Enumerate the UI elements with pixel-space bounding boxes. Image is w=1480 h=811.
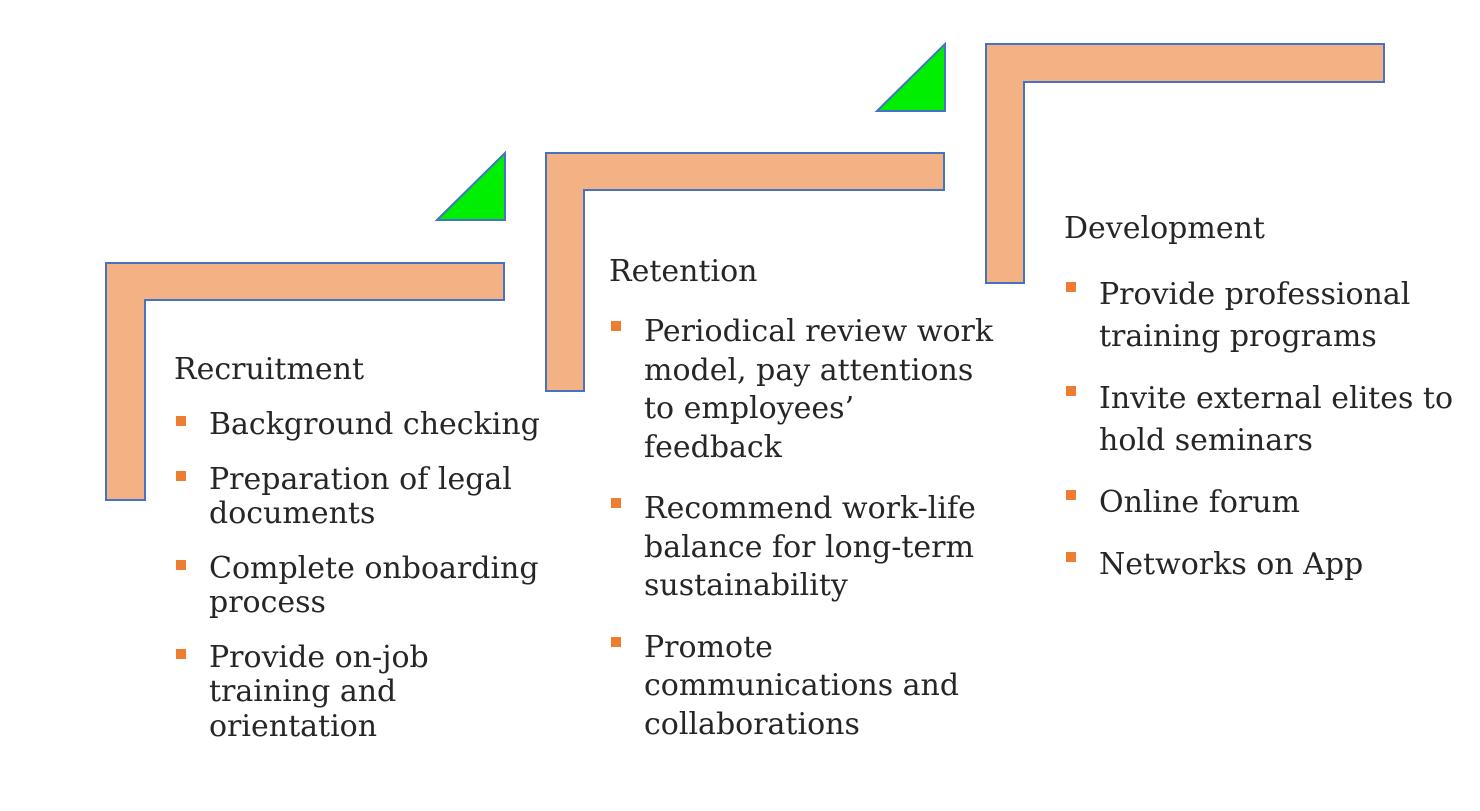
step-heading-development: Development [1064,211,1265,246]
list-item: Periodical review work model, pay attent… [609,313,999,467]
square-bullet-icon [1066,386,1076,396]
list-item: Recommend work-life balance for long-ter… [609,490,999,606]
list-item-text: Periodical review work model, pay attent… [644,314,994,465]
step-shape-recruitment [105,262,505,501]
step-arrow-1-icon [434,150,506,221]
list-item: Provide on-job training and orientation [174,639,554,745]
list-item: Complete onboarding process [174,550,554,621]
step-list-retention: Periodical review work model, pay attent… [609,313,999,744]
list-item-text: Provide on-job training and orientation [209,639,429,744]
list-item-text: Background checking [209,407,540,442]
list-item-text: Recommend work-life balance for long-ter… [644,491,976,603]
square-bullet-icon [176,416,186,426]
square-bullet-icon [611,321,621,331]
list-item-text: Provide professional training programs [1099,277,1411,354]
step-heading-recruitment: Recruitment [174,352,365,387]
step-heading-retention: Retention [609,254,758,289]
list-item-text: Complete onboarding process [209,550,539,620]
square-bullet-icon [176,648,186,659]
list-item-text: Online forum [1099,485,1300,520]
list-item: Background checking [174,407,554,443]
list-item: Preparation of legal documents [174,461,554,532]
step-shape-development [985,43,1385,284]
step-arrow-2-icon [874,41,946,112]
list-item: Promote communications and collaboration… [609,629,999,745]
square-bullet-icon [611,498,621,508]
list-item-text: Networks on App [1099,547,1364,582]
square-bullet-icon [1066,490,1076,500]
square-bullet-icon [611,636,621,647]
step-list-recruitment: Background checking Preparation of legal… [174,407,554,745]
square-bullet-icon [1066,282,1076,292]
square-bullet-icon [176,470,186,481]
square-bullet-icon [1066,552,1076,562]
list-item: Provide professional training programs [1064,274,1464,358]
step-shape-retention [545,152,945,392]
list-item-text: Invite external elites to hold seminars [1099,381,1454,458]
square-bullet-icon [176,559,186,570]
list-item: Networks on App [1064,544,1464,586]
list-item-text: Promote communications and collaboration… [644,629,960,742]
list-item: Invite external elites to hold seminars [1064,378,1464,462]
list-item-text: Preparation of legal documents [209,461,512,531]
step-list-development: Provide professional training programs I… [1064,274,1464,586]
list-item: Online forum [1064,482,1464,524]
